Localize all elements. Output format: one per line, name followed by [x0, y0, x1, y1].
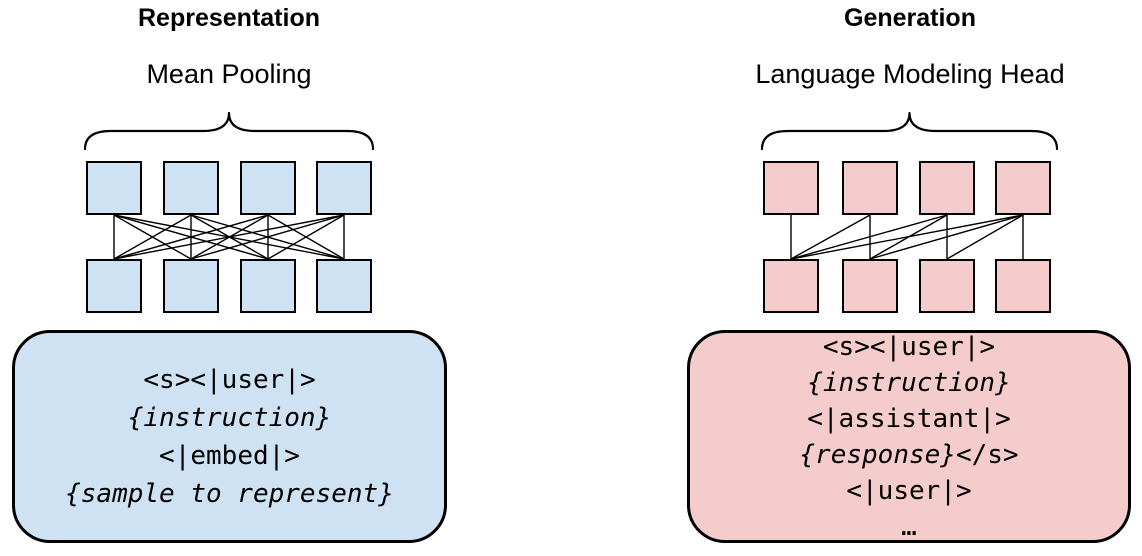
token-square [316, 259, 372, 313]
prompt-token-text: … [901, 511, 917, 542]
prompt-token-text: <|user|> [846, 475, 972, 506]
prompt-line: {response}</s> [799, 437, 1018, 473]
prompt-token-text: <s><|user|> [822, 331, 996, 362]
attention-line [946, 214, 1024, 260]
attention-line [113, 214, 269, 260]
prompt-line: {sample to represent} [65, 475, 394, 513]
prompt-line: <|assistant|> [807, 401, 1011, 437]
prompt-token-text: <|assistant|> [807, 403, 1011, 434]
token-square [919, 259, 975, 313]
token-square [316, 161, 372, 215]
prompt-line: <s><|user|> [143, 361, 315, 399]
attention-line [113, 214, 345, 260]
prompt-line: <s><|user|> [823, 329, 995, 365]
prompt-token-text: <s><|user|> [143, 364, 316, 395]
prompt-template-box-representation: <s><|user|> {instruction} <|embed|> {sample… [12, 330, 447, 543]
curly-brace-icon [83, 111, 375, 151]
prompt-token-text: </s> [955, 439, 1019, 470]
prompt-template-box-generation: <s><|user|>{instruction}<|assistant|>{re… [687, 330, 1131, 543]
prompt-line: <|user|> [846, 473, 971, 509]
token-square [995, 161, 1051, 215]
token-square [842, 161, 898, 215]
token-square [842, 259, 898, 313]
token-square [240, 161, 296, 215]
brace-path [760, 111, 1059, 151]
attention-line [113, 214, 192, 260]
curly-brace-icon [760, 111, 1059, 151]
token-square [240, 259, 296, 313]
token-square [163, 161, 219, 215]
prompt-placeholder-text: {instruction} [807, 367, 1011, 398]
token-square [763, 161, 819, 215]
head-label-mean-pooling: Mean Pooling [146, 59, 312, 89]
token-square [163, 259, 219, 313]
prompt-token-text: <|embed|> [159, 440, 300, 471]
token-square [919, 161, 975, 215]
attention-line [790, 214, 871, 260]
prompt-line: {instruction} [128, 399, 332, 437]
attention-line [190, 214, 345, 260]
head-label-lm-head: Language Modeling Head [755, 59, 1065, 89]
prompt-line: <|embed|> [159, 437, 300, 475]
attention-line [869, 214, 1024, 260]
attention-line [790, 214, 948, 260]
attention-line [790, 214, 1024, 260]
token-square [86, 161, 142, 215]
prompt-placeholder-text: {sample to represent} [65, 478, 394, 509]
prompt-placeholder-text: {instruction} [127, 402, 332, 433]
token-square [763, 259, 819, 313]
panel-title-generation: Generation [844, 4, 976, 32]
prompt-line: {instruction} [807, 365, 1011, 401]
attention-line [267, 214, 345, 260]
prompt-placeholder-text: {response} [799, 439, 956, 470]
token-square [995, 259, 1051, 313]
token-square [86, 259, 142, 313]
prompt-line: … [901, 509, 917, 545]
panel-title-representation: Representation [138, 4, 320, 32]
brace-path [83, 111, 375, 151]
